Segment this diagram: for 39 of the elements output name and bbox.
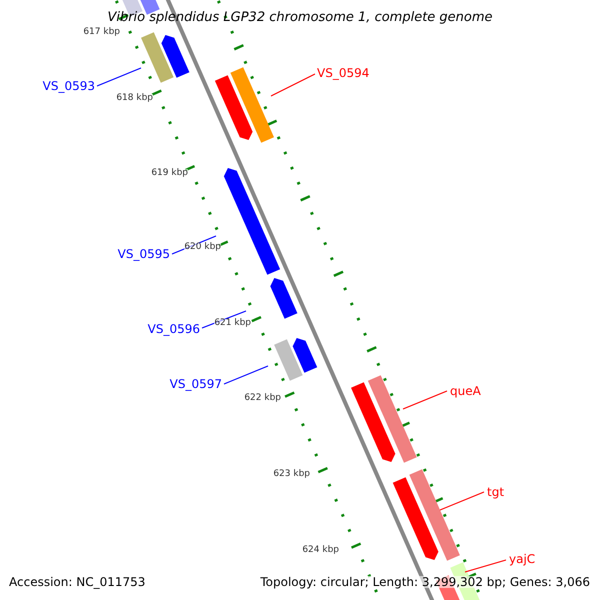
title: Vibrio splendidus LGP32 chromosome 1, complete genome [106, 11, 494, 24]
tick-label: 624 kbp [302, 546, 339, 555]
leader-line [202, 310, 246, 328]
gene-label: VS_0597 [170, 378, 222, 390]
gene-label: VS_0595 [118, 248, 170, 260]
gene-label: yajC [509, 553, 536, 565]
gene-block [161, 35, 190, 78]
leader-line [96, 68, 142, 86]
gene-block [368, 375, 417, 463]
leader-line [172, 236, 216, 254]
gene-block [351, 382, 396, 462]
gene-label: VS_0594 [317, 67, 370, 79]
leader-line [464, 560, 506, 572]
gene-label: VS_0593 [42, 80, 95, 92]
gene-block [230, 67, 274, 143]
gene-block [224, 168, 280, 275]
gene-block [274, 339, 303, 381]
tick-label: 621 kbp [214, 319, 251, 328]
gene-block [392, 477, 438, 560]
gene-block [409, 469, 460, 561]
gene-block [141, 32, 174, 83]
gene-block [214, 75, 253, 140]
tick-label: 617 kbp [83, 28, 120, 37]
leader-line [402, 390, 448, 410]
tick-label: 618 kbp [116, 94, 153, 103]
gene-label: tgt [487, 486, 504, 498]
tick-label: 619 kbp [151, 169, 188, 178]
gene-label: queA [450, 385, 481, 397]
tick-label: 622 kbp [244, 394, 281, 403]
leader-line [440, 492, 484, 510]
gene-block [292, 338, 318, 373]
genome-info-text: Topology: circular; Length: 3,299,302 bp; Genes: 3,066 [260, 576, 590, 588]
leader-line [224, 366, 268, 384]
leader-line [270, 74, 316, 96]
tick-label: 620 kbp [184, 243, 221, 252]
tick-label: 623 kbp [273, 470, 310, 479]
accession-text: Accession: NC_011753 [9, 576, 146, 588]
gene-block [270, 278, 298, 319]
gene-label: VS_0596 [148, 323, 200, 335]
